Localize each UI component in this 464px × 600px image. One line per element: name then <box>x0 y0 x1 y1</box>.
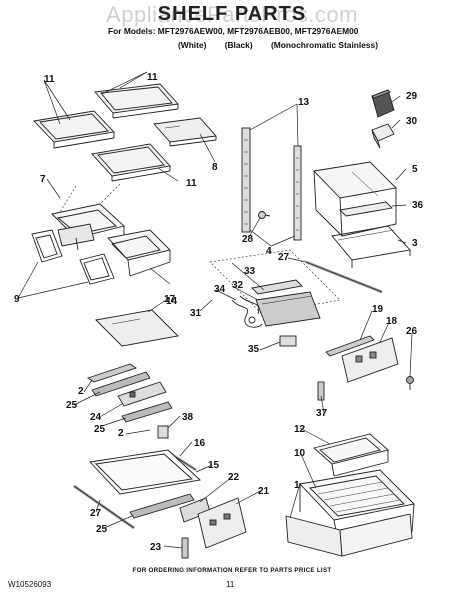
crisper-bin-7 <box>51 203 125 251</box>
document-number: W10526093 <box>8 580 52 589</box>
drawer-frame-15 <box>89 449 201 495</box>
bin-part-5 <box>313 161 397 237</box>
part-label-14: 14 <box>166 296 178 307</box>
part-label-30: 30 <box>406 116 418 127</box>
shelf-part-11-a <box>94 83 179 119</box>
part-label-5: 5 <box>412 164 418 175</box>
part-label-9: 9 <box>14 294 20 305</box>
part-label-7: 7 <box>40 174 46 185</box>
drawer-bin-10 <box>299 469 415 553</box>
slide-part-2-upper <box>86 363 138 383</box>
part-label-26: 26 <box>406 326 418 337</box>
part-label-38: 38 <box>182 412 194 423</box>
rail-27-upper <box>305 260 383 294</box>
slide-part-24 <box>117 381 167 407</box>
part-label-1: 1 <box>294 480 300 491</box>
crisper-bin-17 <box>107 229 171 277</box>
glass-shelf-8 <box>153 117 217 147</box>
bracket-part-21 <box>197 497 247 549</box>
part-label-3: 3 <box>412 238 418 249</box>
part-label-28: 28 <box>242 234 254 245</box>
page-number: 11 <box>226 580 235 589</box>
part-label-25: 25 <box>66 400 78 411</box>
part-label-2: 2 <box>118 428 124 439</box>
ordering-footer: FOR ORDERING INFORMATION REFER TO PARTS … <box>132 567 332 574</box>
part-label-33: 33 <box>244 266 256 277</box>
part-label-21: 21 <box>258 486 270 497</box>
part-label-22: 22 <box>228 472 240 483</box>
shelf-part-11-c <box>91 143 171 182</box>
part-label-23: 23 <box>150 542 162 553</box>
screw-28 <box>258 211 271 219</box>
shelf-part-11-b <box>33 110 115 149</box>
part-label-29: 29 <box>406 91 418 102</box>
part-label-8: 8 <box>212 162 218 173</box>
color-stainless: (Monochromatic Stainless) <box>270 40 378 50</box>
slide-part-25-mid <box>121 401 173 423</box>
drawer-rail-assembly-31 <box>209 249 341 315</box>
shelf-frame-3 <box>331 225 411 268</box>
part-label-12: 12 <box>294 424 306 435</box>
screw-26 <box>406 376 414 390</box>
part-label-4: 4 <box>266 246 272 257</box>
part-label-13: 13 <box>298 97 310 108</box>
part-label-36: 36 <box>412 200 424 211</box>
part-38 <box>157 425 169 439</box>
part-label-31: 31 <box>190 308 202 319</box>
color-black: (Black) <box>224 40 253 50</box>
slide-part-25-lower <box>129 493 195 519</box>
color-white: (White) <box>178 40 207 50</box>
rail-27-lower <box>73 484 135 530</box>
part-label-16: 16 <box>194 438 206 449</box>
part-label-32: 32 <box>232 280 244 291</box>
part-label-25: 25 <box>94 424 106 435</box>
part-label-34: 34 <box>214 284 226 295</box>
part-32 <box>255 291 321 327</box>
crisper-cover-9-a <box>31 229 63 263</box>
part-label-11: 11 <box>44 74 55 85</box>
part-label-35: 35 <box>248 344 260 355</box>
part-label-19: 19 <box>372 304 384 315</box>
slide-part-25-upper <box>91 371 151 397</box>
part-label-11: 11 <box>147 72 158 83</box>
color-variants: (White) (Black) (Monochromatic Stainless… <box>178 40 394 50</box>
wire-harness-34 <box>231 295 263 328</box>
part-label-24: 24 <box>90 412 102 423</box>
glass-shelf-14 <box>95 309 179 347</box>
leader-lines <box>17 71 413 549</box>
part-23 <box>181 537 189 559</box>
page-title: SHELF PARTS <box>157 3 307 25</box>
part-29 <box>371 89 395 118</box>
part-label-2: 2 <box>78 386 84 397</box>
part-label-27: 27 <box>90 508 102 519</box>
drawer-front-1 <box>285 513 413 557</box>
part-label-18: 18 <box>386 316 398 327</box>
crisper-dashed-guides <box>59 183 121 213</box>
rail-part-13 <box>241 127 302 241</box>
bin-part-12 <box>313 433 389 477</box>
part-label-17: 17 <box>164 294 176 305</box>
part-19 <box>325 335 375 357</box>
part-label-15: 15 <box>208 460 220 471</box>
part-30 <box>371 123 395 149</box>
part-33 <box>251 279 303 295</box>
models-line: For Models: MFT2976AEW00, MFT2976AEB00, … <box>108 26 359 36</box>
part-label-37: 37 <box>316 408 328 419</box>
part-35 <box>279 335 297 347</box>
watermark: AppliancePartsPros.com <box>106 2 358 27</box>
part-label-11: 11 <box>186 178 197 189</box>
crisper-cover-9-b <box>79 253 115 285</box>
part-37 <box>317 381 325 401</box>
part-label-10: 10 <box>294 448 306 459</box>
part-36 <box>339 201 393 217</box>
housing-part-18 <box>341 337 399 383</box>
part-label-27: 27 <box>278 252 290 263</box>
part-label-25: 25 <box>96 524 108 535</box>
